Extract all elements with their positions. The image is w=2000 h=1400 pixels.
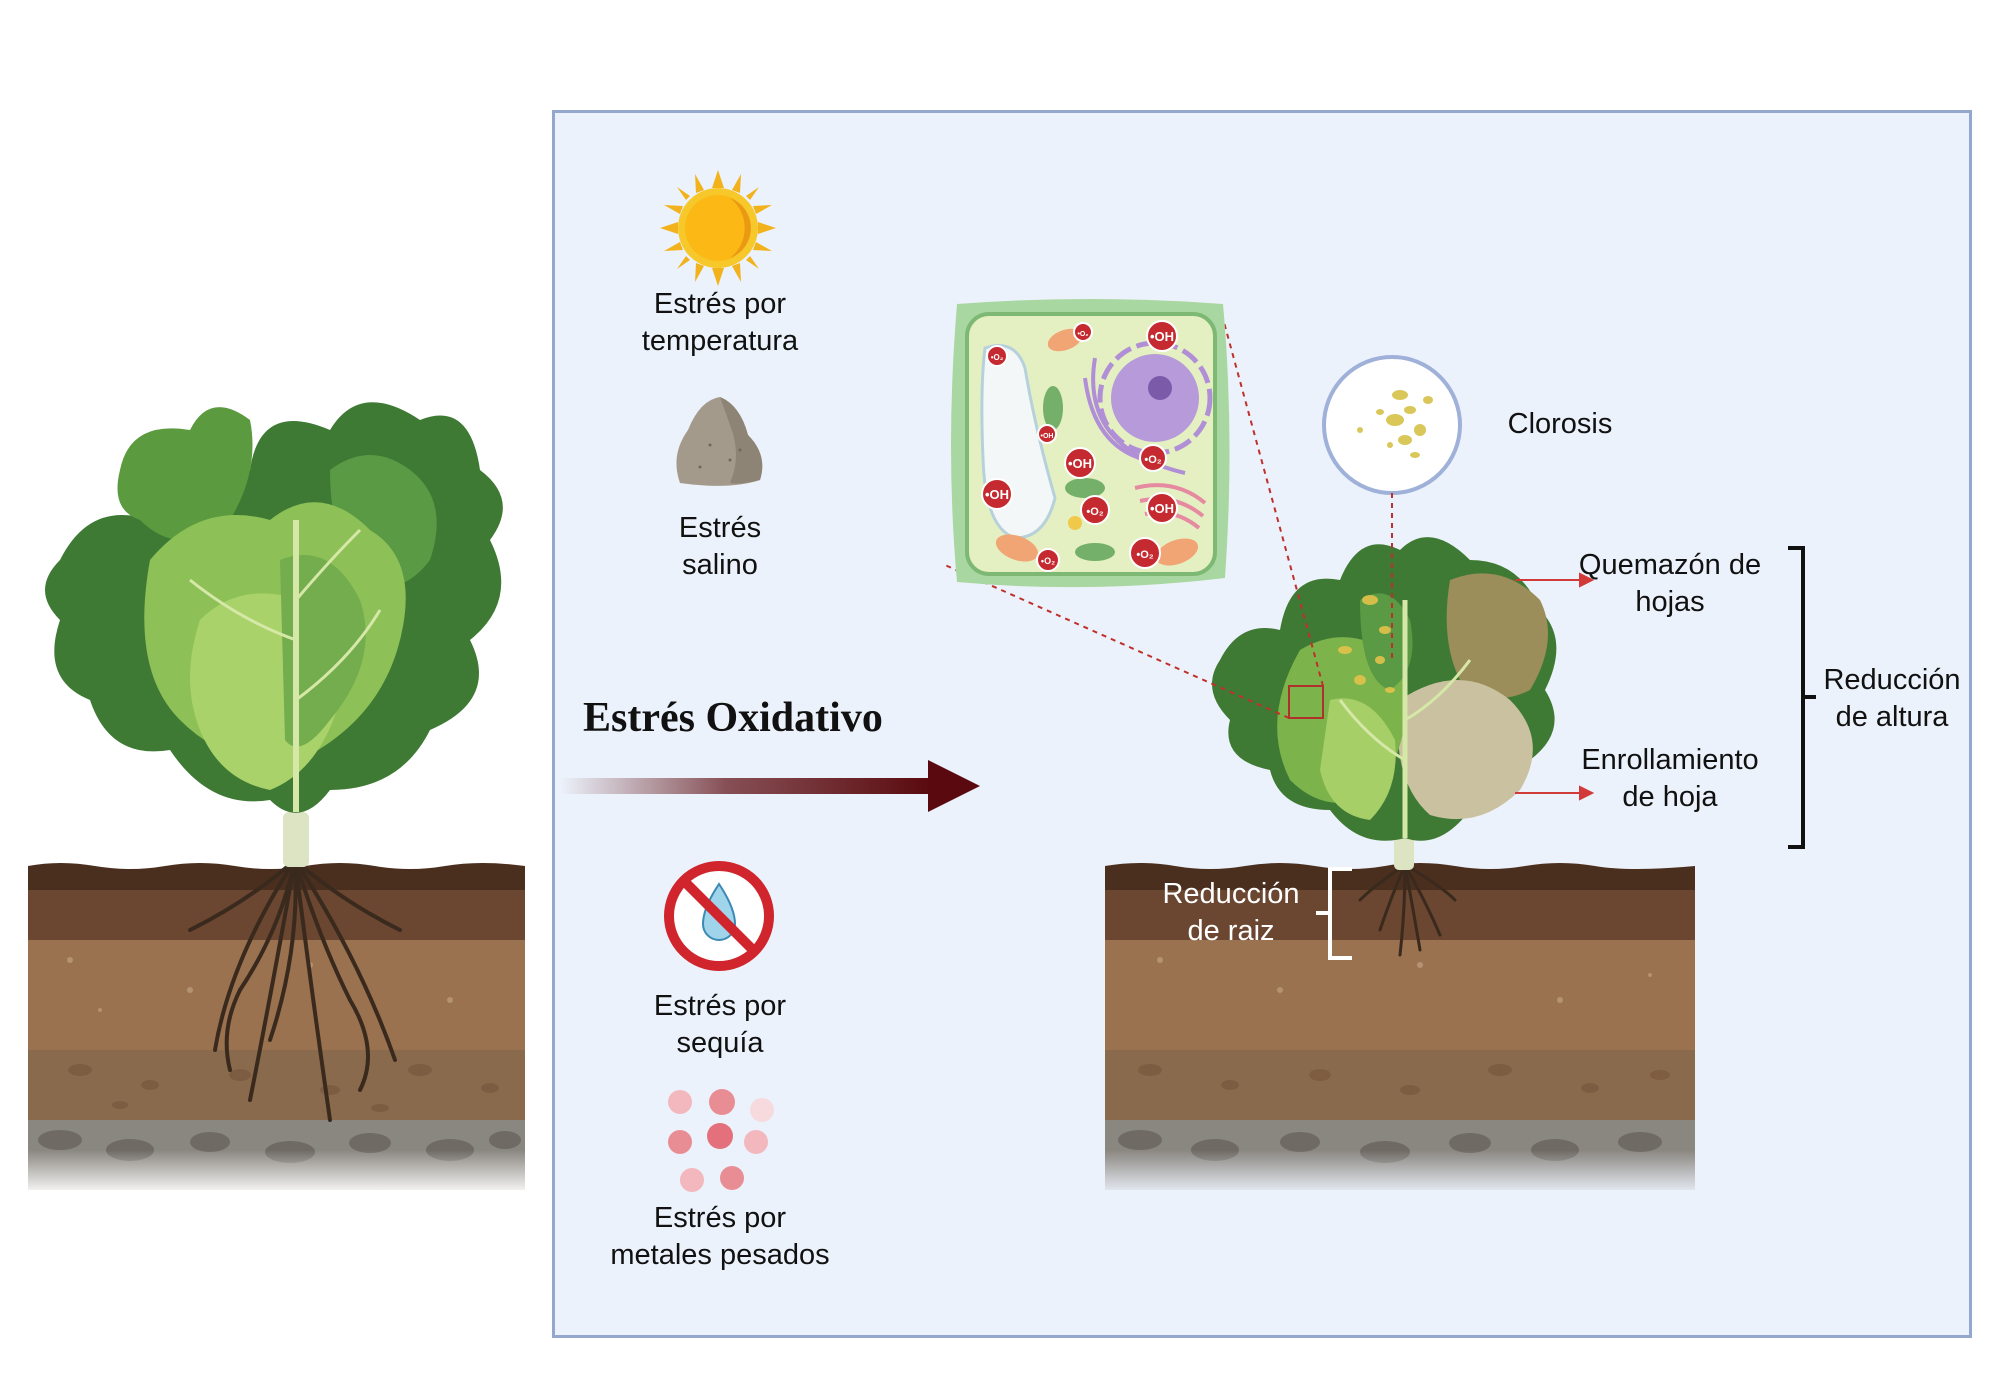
soil-left (28, 863, 525, 1195)
metal-particles-icon (668, 1089, 774, 1192)
svg-text:•O₂: •O₂ (1041, 556, 1055, 566)
stem-left (283, 812, 309, 867)
svg-text:•O₂: •O₂ (1144, 454, 1161, 466)
ros-molecules: •OH •OH •OH •OH •O₂ •O₂ •O₂ •O₂ •O₂ •OH … (981, 320, 1178, 572)
svg-text:•OH: •OH (1068, 456, 1092, 471)
root-bracket (1316, 867, 1352, 960)
soil-right (1105, 863, 1695, 1195)
chlorosis-label: Clorosis (1507, 408, 1613, 440)
height-bracket (1788, 546, 1816, 849)
svg-text:•O₂: •O₂ (1136, 549, 1153, 561)
svg-text:•OH: •OH (1150, 501, 1174, 516)
oxidative-stress-title: Estrés Oxidativo (583, 695, 883, 741)
svg-text:•OH: •OH (985, 487, 1009, 502)
symptom-arrows (1515, 572, 1595, 801)
svg-text:•O₂: •O₂ (1086, 506, 1103, 518)
svg-text:•OH: •OH (1150, 329, 1174, 344)
svg-text:•O₂: •O₂ (991, 353, 1004, 362)
svg-text:•OH: •OH (1041, 433, 1054, 440)
magnifier-icon (1322, 355, 1462, 660)
no-water-icon (664, 861, 774, 971)
lettuce-stressed (1212, 537, 1557, 841)
lettuce-left (45, 402, 503, 813)
plant-cell-icon: •OH •OH •OH •OH •O₂ •O₂ •O₂ •O₂ •O₂ •OH … (951, 299, 1230, 588)
rock-icon (676, 397, 763, 486)
svg-text:•O₂: •O₂ (1077, 331, 1088, 338)
oxidative-stress-arrow (560, 760, 980, 812)
roots-left (188, 858, 402, 1122)
sun-icon (660, 170, 776, 286)
cell-zoom-marker (1288, 685, 1324, 719)
